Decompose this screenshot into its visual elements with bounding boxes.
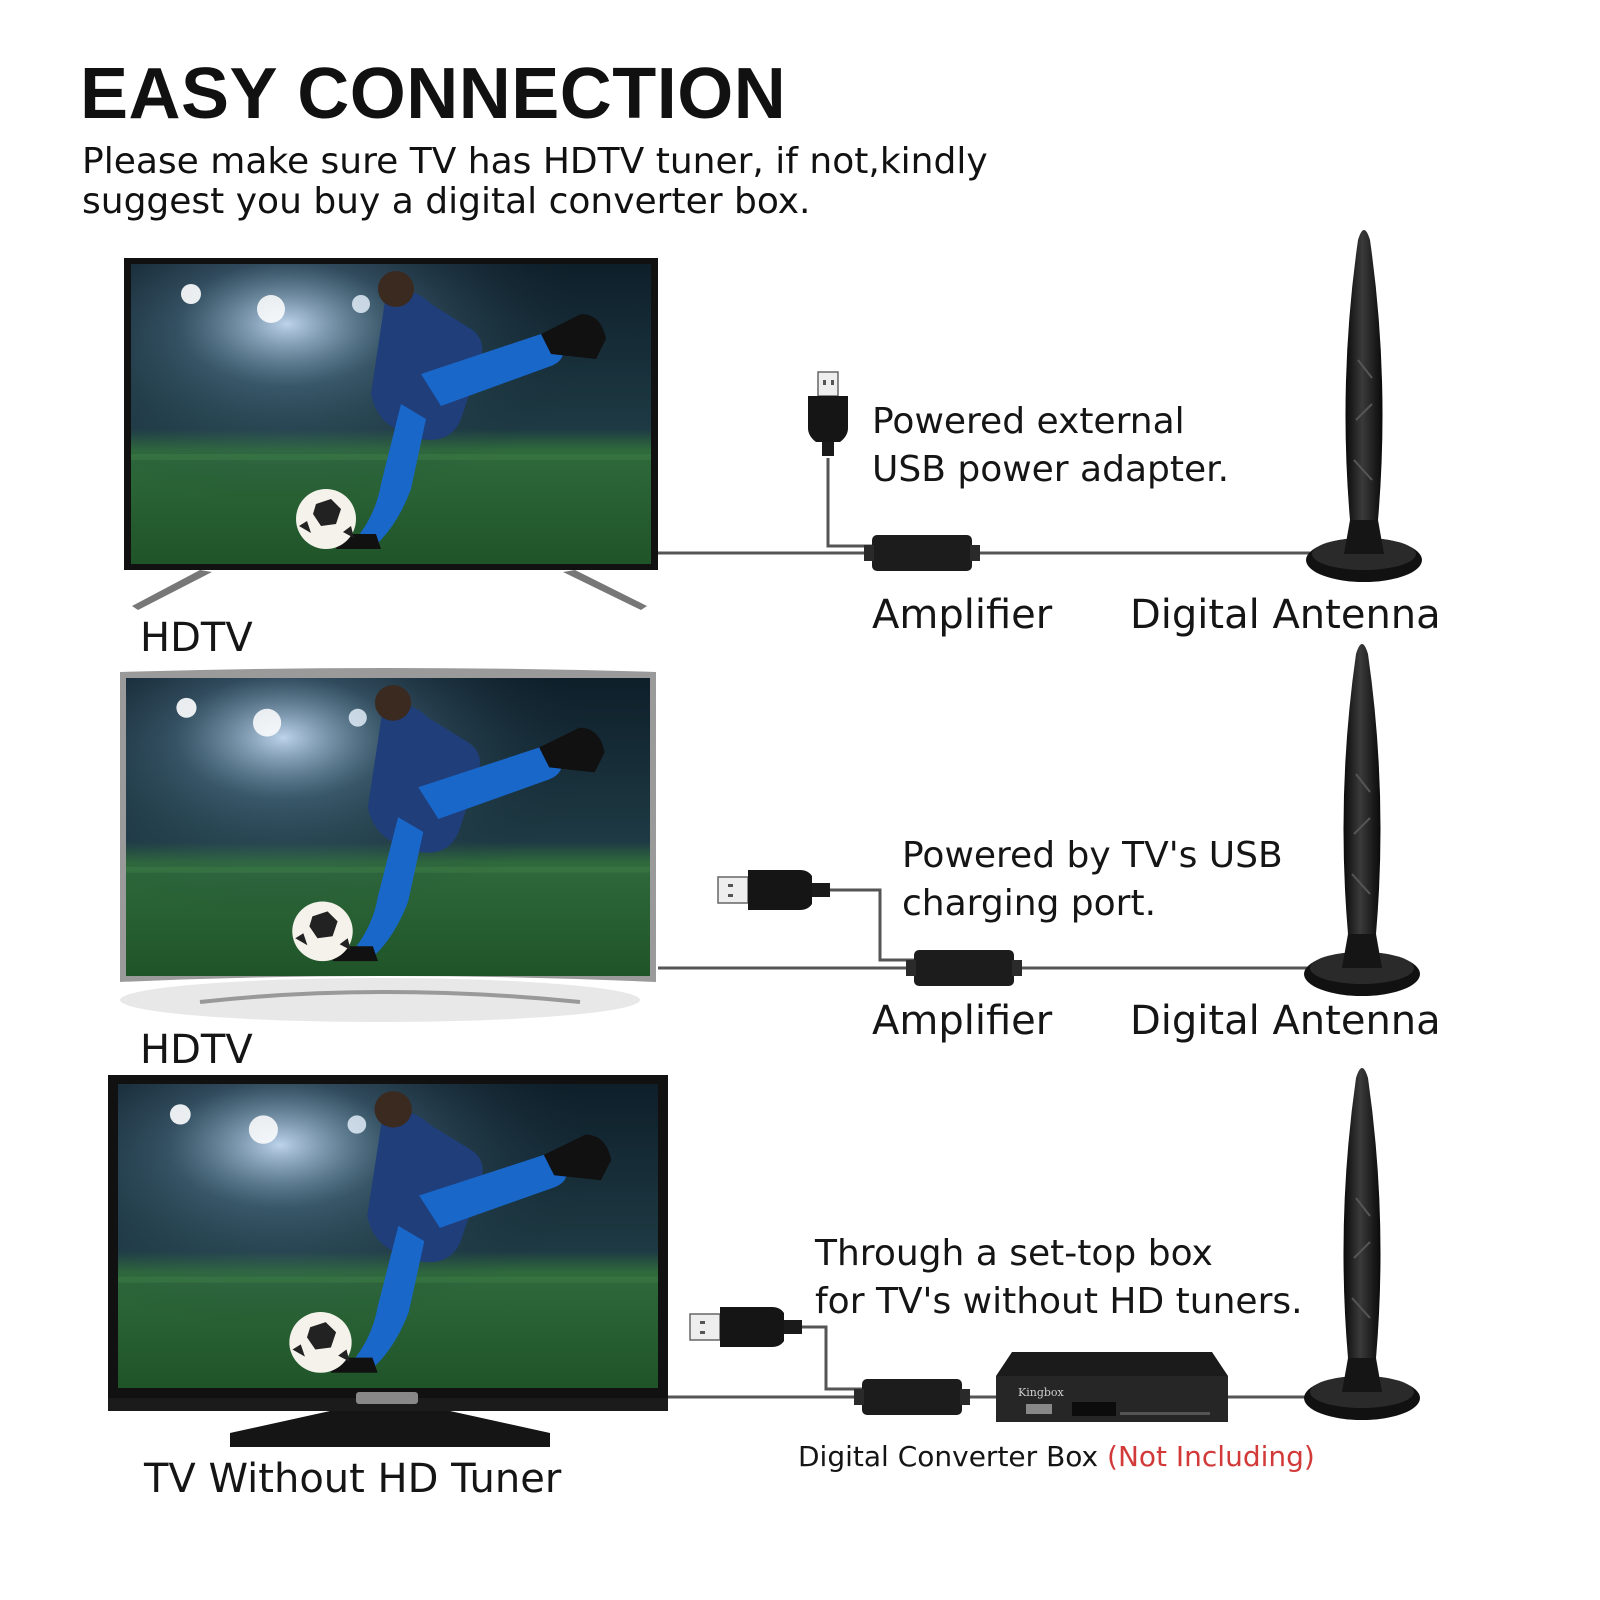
converter-box-label: Digital Converter Box bbox=[798, 1440, 1099, 1473]
power-note-line-1: Through a set-top box bbox=[815, 1233, 1213, 1274]
antenna-label: Digital Antenna bbox=[1130, 592, 1441, 638]
antenna-icon bbox=[1305, 229, 1423, 583]
power-note-line-2: for TV's without HD tuners. bbox=[815, 1281, 1303, 1322]
tv-label: TV Without HD Tuner bbox=[144, 1456, 562, 1502]
box-brand: Kingbox bbox=[1018, 1386, 1065, 1399]
antenna-icon bbox=[1303, 1067, 1421, 1421]
usb-cable bbox=[826, 458, 873, 548]
tv-label: HDTV bbox=[140, 1027, 253, 1073]
usb-plug-icon bbox=[807, 371, 849, 457]
subtitle-line-2: suggest you buy a digital converter box. bbox=[82, 181, 811, 222]
usb-plug-icon bbox=[717, 869, 831, 911]
page-title: EASY CONNECTION bbox=[80, 54, 787, 134]
converter-box-caption: Digital Converter Box (Not Including) bbox=[798, 1440, 1315, 1473]
subtitle-line-1: Please make sure TV has HDTV tuner, if n… bbox=[82, 141, 988, 182]
power-note: Through a set-top box for TV's without H… bbox=[815, 1230, 1303, 1326]
antenna-icon bbox=[1303, 643, 1421, 997]
amplifier-label: Amplifier bbox=[872, 998, 1053, 1044]
row-3: Kingbox bbox=[108, 1067, 1421, 1447]
power-note-line-2: USB power adapter. bbox=[872, 449, 1230, 490]
amplifier-icon bbox=[906, 950, 1022, 986]
usb-cable bbox=[790, 1325, 862, 1391]
amplifier-label: Amplifier bbox=[872, 592, 1053, 638]
tv-label: HDTV bbox=[140, 615, 253, 661]
row-1 bbox=[124, 229, 1423, 610]
tv-icon bbox=[124, 258, 658, 610]
power-note-line-2: charging port. bbox=[902, 883, 1157, 924]
power-note: Powered by TV's USB charging port. bbox=[902, 832, 1283, 928]
power-note-line-1: Powered external bbox=[872, 401, 1185, 442]
power-note: Powered external USB power adapter. bbox=[872, 398, 1229, 494]
usb-plug-icon bbox=[689, 1306, 803, 1348]
antenna-label: Digital Antenna bbox=[1130, 998, 1441, 1044]
power-note-line-1: Powered by TV's USB bbox=[902, 835, 1283, 876]
tv-icon bbox=[108, 1075, 668, 1447]
set-top-box-icon: Kingbox bbox=[996, 1352, 1228, 1422]
usb-cable bbox=[830, 888, 914, 962]
amplifier-icon bbox=[864, 535, 980, 571]
amplifier-icon bbox=[854, 1379, 970, 1415]
row-2 bbox=[120, 643, 1421, 1022]
tv-icon bbox=[120, 668, 656, 1022]
page-subtitle: Please make sure TV has HDTV tuner, if n… bbox=[82, 142, 1062, 222]
not-included-note: (Not Including) bbox=[1107, 1440, 1315, 1473]
